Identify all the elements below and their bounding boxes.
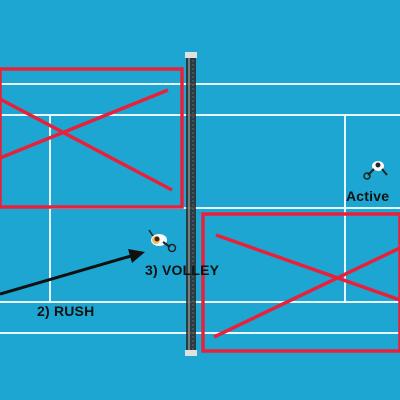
label-active: Active [346, 188, 390, 204]
zone-left [0, 67, 184, 209]
net [185, 52, 197, 356]
player-figure-icon [148, 229, 177, 253]
player-figure-icon [363, 161, 388, 180]
rush-arrow [0, 249, 145, 296]
label-volley: 3) VOLLEY [145, 262, 220, 278]
zone-right [201, 212, 400, 353]
label-rush: 2) RUSH [37, 303, 95, 319]
